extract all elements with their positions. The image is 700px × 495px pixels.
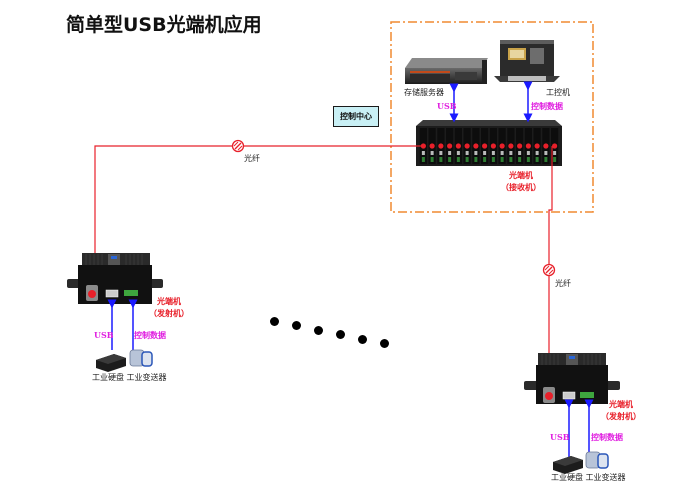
rack-slot xyxy=(533,128,541,164)
usb-link-label: USB xyxy=(94,330,114,340)
industrial-transmitter xyxy=(585,451,609,469)
ellipsis-dot xyxy=(358,334,367,344)
ellipsis-dot xyxy=(292,321,301,331)
usb-link-label: USB xyxy=(437,101,457,111)
rack-slot xyxy=(498,128,506,164)
rack-slot xyxy=(551,128,559,164)
rack-slot xyxy=(419,128,427,164)
diagram-title: 简单型USB光端机应用 xyxy=(66,14,262,36)
industrial-pc-label: 工控机 xyxy=(546,88,570,97)
transmitter-device-left xyxy=(67,253,163,304)
rack-slot xyxy=(524,128,532,164)
fiber-line-right xyxy=(548,146,553,395)
control-link-label: 控制数据 xyxy=(531,101,563,111)
rack-slot xyxy=(446,128,454,164)
rack-slot xyxy=(463,128,471,164)
ellipsis-dot xyxy=(314,325,323,335)
fiber-symbol-icon xyxy=(231,139,245,153)
receiver-label: 光端机 （接收机） xyxy=(496,169,546,193)
rack-slot xyxy=(507,128,515,164)
storage-server-label: 存储服务器 xyxy=(404,88,444,97)
transmitter-device-right xyxy=(524,353,620,404)
rack-slot xyxy=(481,128,489,164)
industrial-hard-disk xyxy=(96,354,126,372)
device-labels: 工业硬盘 工业变送器 xyxy=(92,373,167,382)
transmitter-label: 光端机 （发射机） xyxy=(596,398,646,422)
control-link-label: 控制数据 xyxy=(591,432,623,442)
rack-slot xyxy=(542,128,550,164)
fiber-label: 光纤 xyxy=(244,154,260,163)
transmitter-label-line2: （发射机） xyxy=(601,411,641,421)
usb-link-label: USB xyxy=(550,432,570,442)
ellipsis-dot xyxy=(336,330,345,340)
device-labels: 工业硬盘 工业变送器 xyxy=(551,473,626,482)
transmitter-label: 光端机 （发射机） xyxy=(144,295,194,319)
rack-slot xyxy=(437,128,445,164)
fiber-line-left xyxy=(94,145,422,293)
transmitter-label-line1: 光端机 xyxy=(157,296,181,306)
rack-slot xyxy=(454,128,462,164)
transmitter-label-line2: （发射机） xyxy=(149,308,189,318)
receiver-label-line1: 光端机 xyxy=(509,170,533,180)
control-center-label: 控制中心 xyxy=(340,111,372,121)
industrial-transmitter xyxy=(129,349,153,367)
control-link-label: 控制数据 xyxy=(134,330,166,340)
fiber-label: 光纤 xyxy=(555,279,571,288)
transmitter-label-line1: 光端机 xyxy=(609,399,633,409)
receiver-label-line2: （接收机） xyxy=(501,182,541,192)
fiber-symbol-icon xyxy=(542,263,556,277)
industrial-hard-disk xyxy=(553,456,583,474)
industrial-pc xyxy=(494,40,560,82)
control-center-box: 控制中心 xyxy=(333,106,379,127)
rack-slot xyxy=(472,128,480,164)
receiver-rack xyxy=(416,120,562,166)
ellipsis-dot xyxy=(380,339,389,348)
rack-slot xyxy=(516,128,524,164)
storage-server xyxy=(405,58,488,84)
rack-slot xyxy=(489,128,497,164)
control-center-boundary xyxy=(390,21,594,213)
ellipsis-dot xyxy=(270,317,279,326)
rack-slot xyxy=(428,128,436,164)
